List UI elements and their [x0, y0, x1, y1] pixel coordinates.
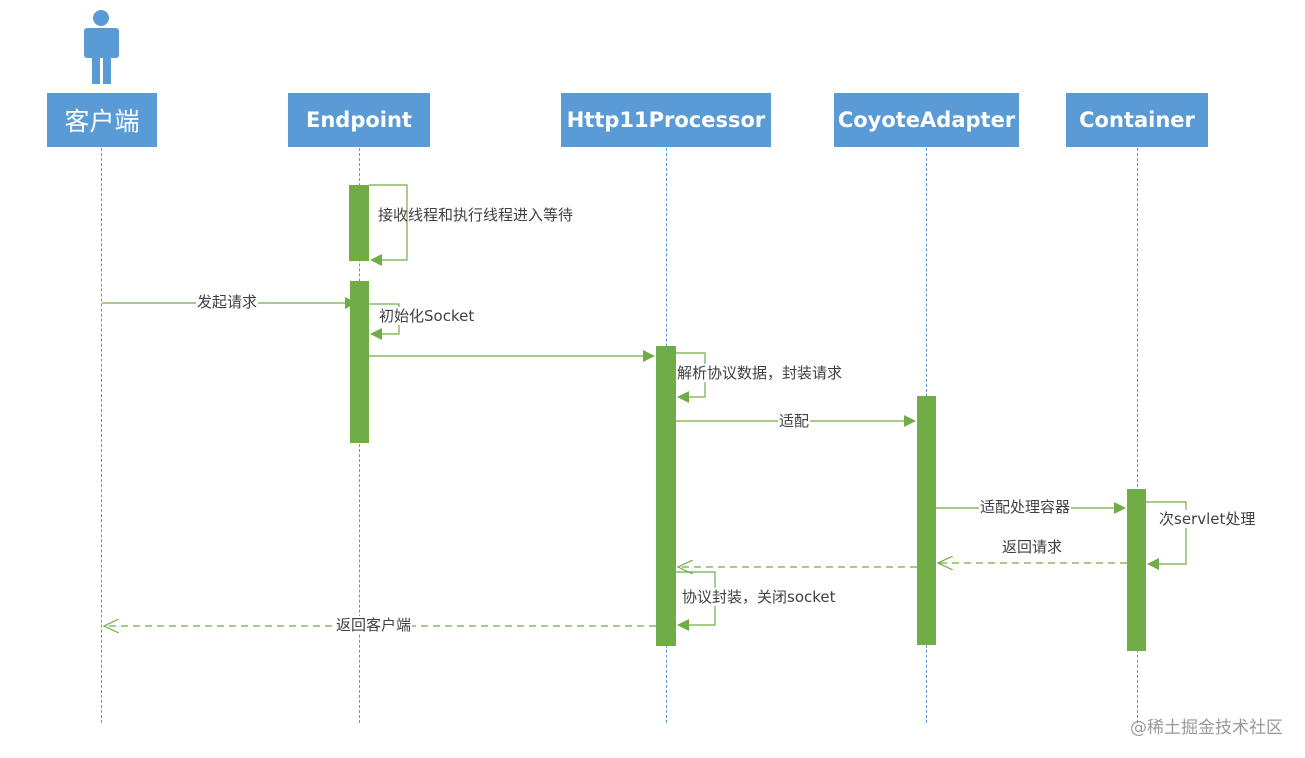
participant-container: Container	[1066, 93, 1208, 147]
label-servlet: 次servlet处理	[1158, 510, 1257, 528]
label-adapt: 适配	[778, 412, 811, 430]
label-return-request: 返回请求	[1002, 538, 1063, 556]
label-close: 协议封装，关闭socket	[681, 588, 837, 606]
label-init-socket: 初始化Socket	[378, 307, 476, 325]
activation-container	[1127, 489, 1146, 651]
lifeline-client	[101, 148, 102, 723]
arrow-wait-loop	[369, 184, 408, 266]
arrow-servlet-loop	[1146, 501, 1187, 570]
activation-endpoint-request	[350, 281, 369, 443]
participant-coyoteadapter: CoyoteAdapter	[834, 93, 1019, 147]
activation-processor	[656, 346, 676, 646]
label-request: 发起请求	[196, 293, 259, 311]
activation-endpoint-wait	[349, 185, 369, 261]
activation-adapter	[917, 396, 936, 645]
participant-client: 客户端	[47, 93, 157, 147]
label-parse: 解析协议数据，封装请求	[676, 364, 844, 382]
watermark: @稀土掘金技术社区	[1130, 718, 1283, 738]
label-return-client: 返回客户端	[335, 616, 413, 634]
lifeline-container	[1137, 148, 1138, 723]
label-wait: 接收线程和执行线程进入等待	[378, 206, 574, 224]
participant-endpoint: Endpoint	[288, 93, 430, 147]
label-adapt-container: 适配处理容器	[979, 498, 1072, 516]
participant-http11processor: Http11Processor	[561, 93, 771, 147]
